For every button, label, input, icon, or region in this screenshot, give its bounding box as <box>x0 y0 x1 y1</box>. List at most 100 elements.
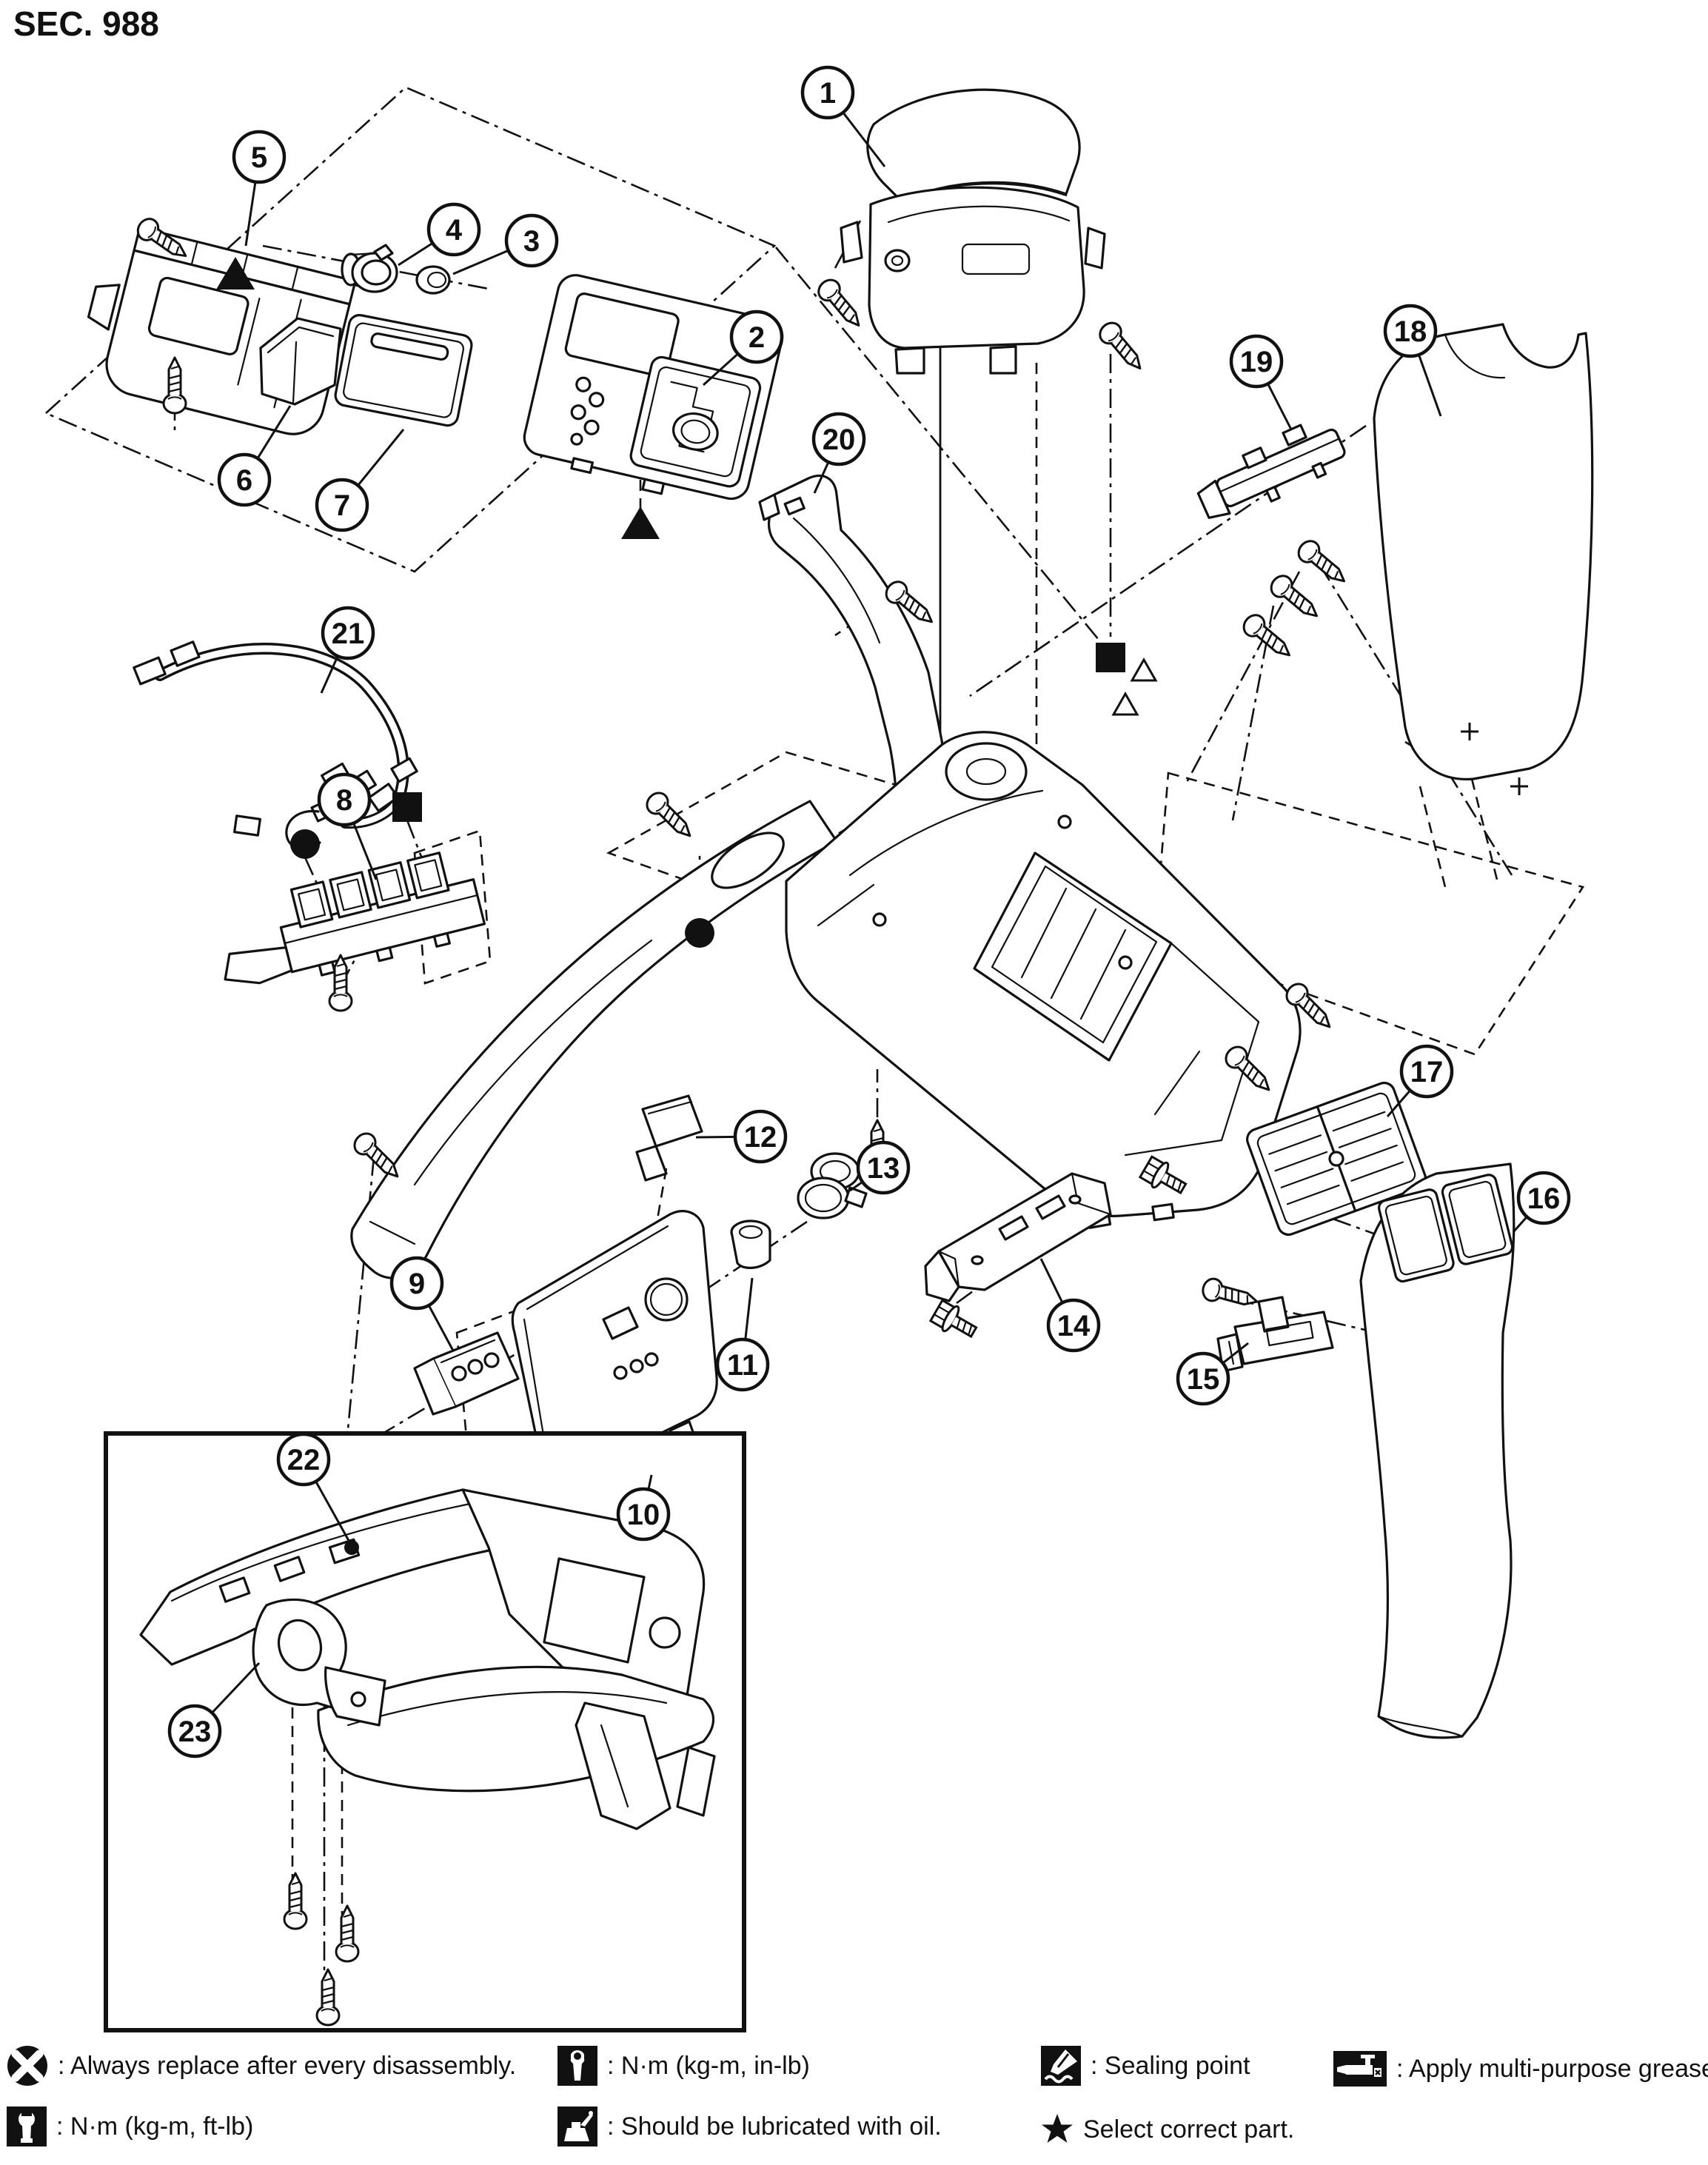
triangle-open-marker <box>1111 691 1139 716</box>
plus-marker <box>1461 723 1478 740</box>
callout-number: 2 <box>748 321 765 354</box>
circle-filled-marker <box>290 829 320 859</box>
callout-20: 20 <box>811 412 866 494</box>
callout-circle <box>616 1487 671 1542</box>
callout-5: 5 <box>232 130 287 247</box>
screw-fastener <box>1199 1275 1262 1314</box>
callout-number: 18 <box>1394 315 1427 348</box>
legend-label: : N·m (kg-m, ft-lb) <box>56 2112 254 2141</box>
plus-marker <box>1510 777 1528 795</box>
callout-number: 6 <box>236 464 252 497</box>
triangle-filled-marker <box>216 257 255 290</box>
legend-item-sealing: : Sealing point <box>1040 2042 1250 2089</box>
callout-number: 19 <box>1240 346 1273 378</box>
callout-number: 20 <box>823 424 856 456</box>
part-connector-bracket <box>224 851 486 985</box>
callout-6: 6 <box>217 405 292 507</box>
callout-circle <box>856 1140 911 1195</box>
callout-number: 22 <box>287 1444 321 1476</box>
grease-icon <box>1333 2051 1387 2087</box>
callout-circle <box>232 130 287 184</box>
part-rail-bracket <box>1196 424 1346 519</box>
callout-3: 3 <box>452 213 559 275</box>
callout-number: 15 <box>1187 1363 1220 1396</box>
callout-circle <box>167 1704 222 1759</box>
circle-x-icon <box>7 2046 47 2086</box>
part-side-cover-panel <box>1373 323 1594 780</box>
callout-circle <box>811 412 866 466</box>
legend-label: : Sealing point <box>1091 2051 1250 2080</box>
legend-item-oil: : Should be lubricated with oil. <box>557 2103 942 2150</box>
callout-circle <box>715 1337 770 1392</box>
callout-1: 1 <box>800 65 886 167</box>
legend-item-torque-ftlb: : N·m (kg-m, ft-lb) <box>6 2103 253 2150</box>
callout-21: 21 <box>320 606 375 694</box>
circle-filled-marker <box>685 918 714 948</box>
callout-circle <box>321 606 375 660</box>
dot-marker <box>344 1540 359 1555</box>
square-filled-marker <box>392 792 422 822</box>
callout-number: 3 <box>523 225 540 258</box>
callout-number: 21 <box>332 618 365 650</box>
callout-14: 14 <box>1039 1258 1101 1353</box>
legend-item-select-part: Select correct part. <box>1040 2106 1294 2153</box>
callout-circle <box>1399 1044 1454 1099</box>
callout-circle <box>800 65 855 120</box>
legend-label: Select correct part. <box>1083 2115 1295 2144</box>
screw-fastener <box>1238 609 1298 665</box>
triangle-filled-marker <box>621 506 660 539</box>
page-title: SEC. 988 <box>13 4 159 43</box>
marker-layer <box>216 257 1528 1555</box>
oil-icon <box>557 2107 597 2146</box>
callout-9: 9 <box>389 1256 455 1351</box>
callout-11: 11 <box>715 1277 770 1392</box>
part-cigarette-lighter-socket <box>341 244 398 293</box>
part-ashtray-inner-cup <box>259 317 342 406</box>
torque-wrench-ft-lb-icon <box>7 2107 47 2146</box>
callout-number: 11 <box>727 1349 758 1382</box>
callout-circle <box>733 1109 788 1164</box>
callout-2: 2 <box>702 309 784 387</box>
part-switch-blank <box>635 1094 703 1182</box>
callout-number: 14 <box>1057 1310 1091 1342</box>
part-rear-air-vent <box>1246 1081 1427 1237</box>
part-console-lid-assembly <box>840 88 1106 375</box>
callout-10: 10 <box>616 1474 671 1542</box>
callout-circle <box>504 213 559 268</box>
callout-8: 8 <box>317 772 378 880</box>
legend-item-torque-inlb: : N·m (kg-m, in-lb) <box>557 2042 810 2089</box>
callout-number: 12 <box>744 1121 777 1154</box>
part-rear-finisher-panel <box>511 1210 718 1493</box>
callout-18: 18 <box>1383 304 1442 417</box>
part-socket-ring <box>730 1219 771 1269</box>
callout-23: 23 <box>167 1662 261 1759</box>
callout-15: 15 <box>1176 1342 1249 1406</box>
screw-fastener <box>641 787 699 845</box>
callout-circle <box>1383 304 1438 358</box>
square-filled-marker <box>1096 643 1125 672</box>
callout-number: 17 <box>1410 1056 1444 1088</box>
screw-fastener <box>349 1128 406 1185</box>
callout-17: 17 <box>1386 1044 1454 1117</box>
callout-number: 23 <box>178 1716 212 1748</box>
part-console-lock-knob <box>252 1598 386 1727</box>
callout-number: 16 <box>1527 1182 1561 1215</box>
part-support-bracket <box>924 1172 1112 1302</box>
callout-number: 4 <box>446 214 463 247</box>
sealing-point-icon <box>1041 2046 1081 2086</box>
callout-16: 16 <box>1512 1171 1571 1233</box>
callout-number: 1 <box>820 77 836 110</box>
bolt-fastener <box>928 1297 982 1345</box>
callout-13: 13 <box>849 1140 911 1195</box>
callout-number: 5 <box>251 141 267 174</box>
callout-number: 7 <box>334 489 350 522</box>
callout-number: 9 <box>409 1268 425 1300</box>
callout-circle <box>317 772 372 827</box>
callout-circle <box>1229 334 1284 389</box>
callout-circle <box>1176 1351 1230 1406</box>
part-power-socket <box>797 1152 868 1219</box>
part-clip-bracket <box>1216 1296 1334 1373</box>
legend-label: : Apply multi-purpose grease. <box>1396 2054 1708 2083</box>
